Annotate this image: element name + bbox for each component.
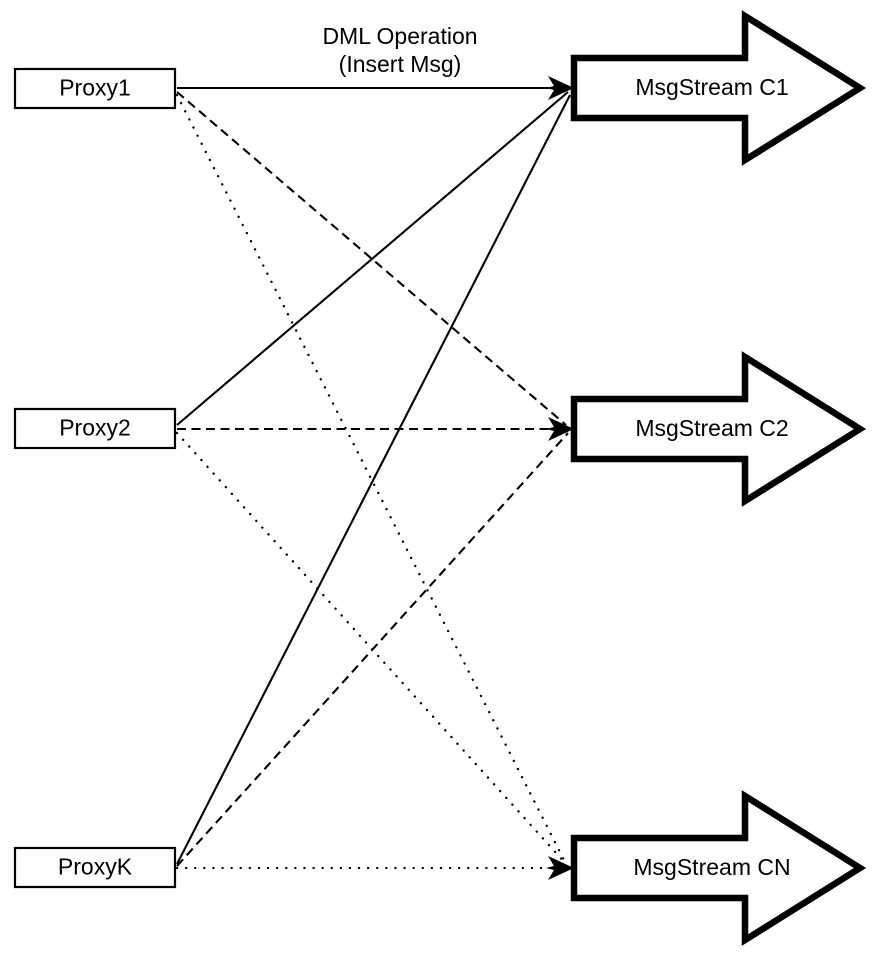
edge-caption-line-1: DML Operation — [322, 23, 477, 49]
proxy-box-proxyk[interactable] — [13, 846, 177, 889]
link-proxy1-to-msgstream-c2 — [176, 91, 567, 426]
proxy-box-proxy2[interactable] — [13, 407, 177, 450]
arrowhead-layer — [546, 76, 574, 880]
link-proxy2-to-msgstream-c1 — [176, 91, 569, 426]
proxy-label-proxyk: ProxyK — [58, 854, 133, 880]
edge-caption-dml-operation: DML Operation (Insert Msg) — [322, 23, 477, 77]
edge-caption-line-2: (Insert Msg) — [339, 51, 462, 77]
link-proxy1-to-msgstream-cn — [175, 93, 568, 866]
link-proxyk-to-msgstream-c1 — [176, 94, 571, 865]
stream-label-msgstream-c1: MsgStream C1 — [635, 74, 788, 100]
stream-label-msgstream-cn: MsgStream CN — [633, 854, 790, 880]
arrowhead-icon-msgstream-cn — [546, 856, 574, 880]
proxy-node-proxyk[interactable]: ProxyK — [13, 846, 177, 889]
proxy-node-proxy1[interactable]: Proxy1 — [13, 67, 177, 110]
link-proxy2-to-msgstream-cn — [175, 431, 568, 866]
block-arrow-icon-msgstream-c1[interactable] — [570, 10, 867, 166]
proxy-label-proxy2: Proxy2 — [59, 415, 131, 441]
proxy-label-proxy1: Proxy1 — [59, 75, 131, 101]
stream-node-msgstream-c1[interactable]: MsgStream C1 — [570, 10, 867, 166]
stream-node-msgstream-cn[interactable]: MsgStream CN — [570, 790, 867, 946]
block-arrow-icon-msgstream-cn[interactable] — [570, 790, 867, 946]
link-layer — [175, 86, 571, 870]
link-proxyk-to-msgstream-c2 — [176, 432, 569, 867]
stream-label-msgstream-c2: MsgStream C2 — [635, 415, 788, 441]
proxy-node-proxy2[interactable]: Proxy2 — [13, 407, 177, 450]
arrowhead-icon-msgstream-c2 — [546, 417, 574, 441]
proxy-box-proxy1[interactable] — [13, 67, 177, 110]
arrowhead-icon-msgstream-c1 — [546, 76, 574, 100]
block-arrow-icon-msgstream-c2[interactable] — [570, 351, 867, 507]
stream-node-msgstream-c2[interactable]: MsgStream C2 — [570, 351, 867, 507]
